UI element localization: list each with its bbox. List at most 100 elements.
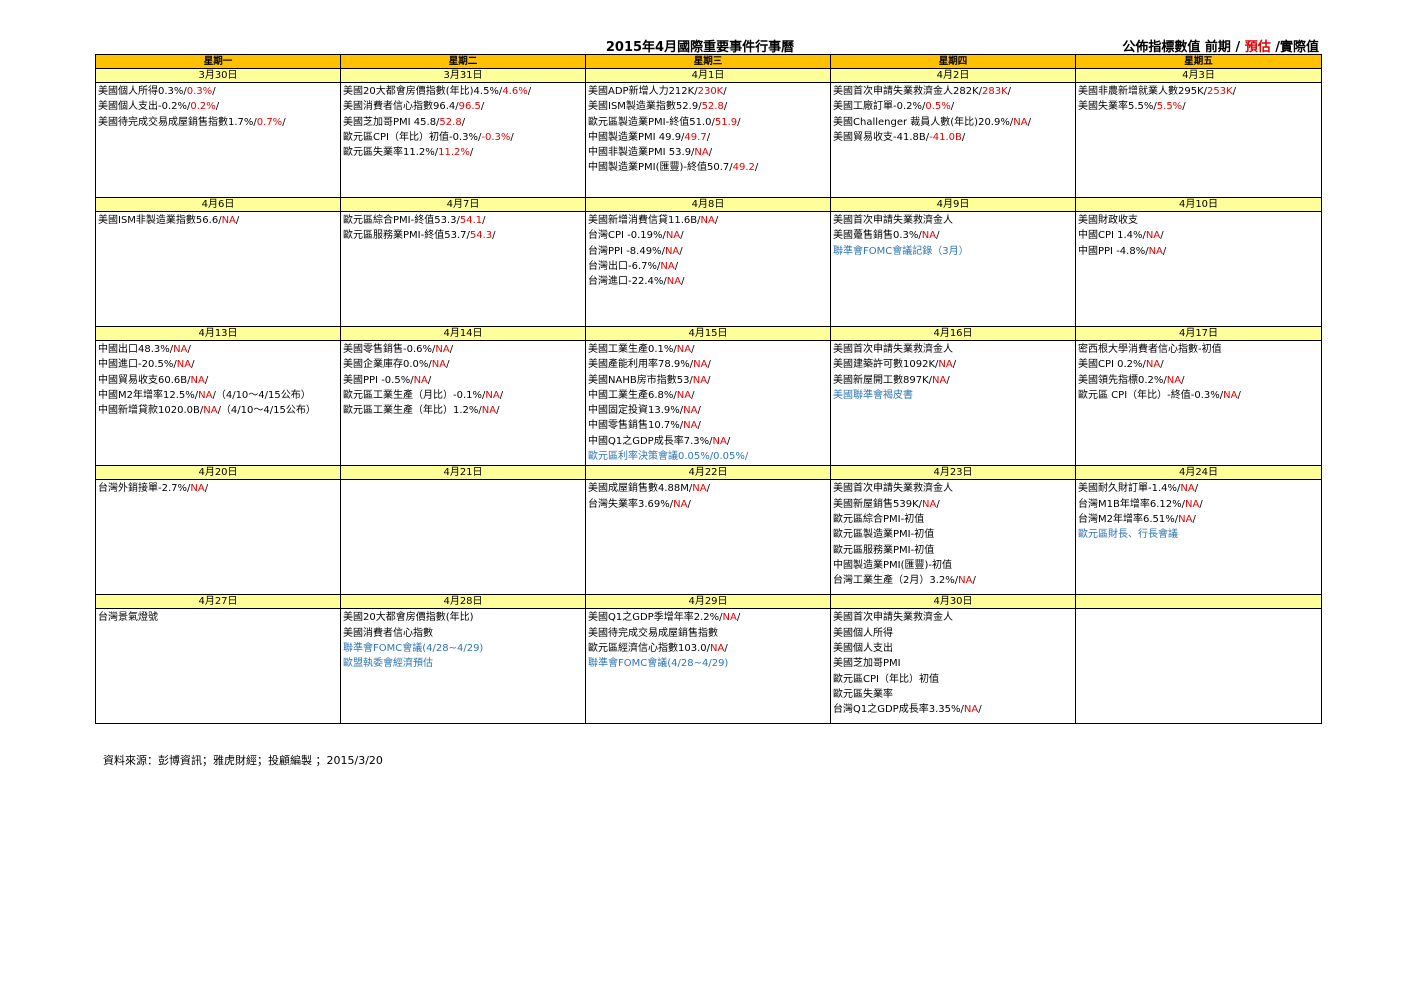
indicator-item: 台灣CPI -0.19%/NA/: [588, 228, 828, 243]
indicator-forecast: NA: [435, 344, 450, 355]
indicator-item: 台灣Q1之GDP成長率3.35%/NA/: [833, 702, 1073, 717]
day-date: 4月28日: [340, 594, 586, 610]
indicator-actual: /: [936, 498, 940, 510]
indicator-actual: /: [1232, 86, 1237, 97]
indicator-item: 台灣出口-6.7%/NA/: [588, 259, 828, 274]
indicator-actual: /: [972, 575, 976, 587]
indicator-item: 台灣景氣燈號: [98, 610, 338, 625]
event-list: 美國20大都會房價指數(年比)4.5%/4.6%/美國消費者信心指數96.4/9…: [341, 83, 585, 197]
indicator-forecast: NA: [198, 389, 213, 401]
indicator-previous: 美國個人所得: [833, 627, 893, 639]
event-list: 美國耐久財訂單-1.4%/NA/台灣M1B年增率6.12%/NA/台灣M2年增率…: [1076, 480, 1321, 594]
indicator-item: 台灣進口-22.4%/NA/: [588, 274, 828, 289]
indicator-actual: /: [707, 359, 711, 371]
indicator-previous: 中國製造業PMI(匯豐)-終值50.7/: [588, 162, 733, 174]
indicator-forecast: NA: [921, 230, 937, 242]
legend-forecast: 預估: [1244, 40, 1271, 55]
indicator-forecast: NA: [673, 498, 688, 510]
indicator-forecast: -41.0B: [929, 131, 962, 143]
indicator-previous: 台灣PPI -8.49%/: [588, 245, 665, 257]
indicator-item: 中國非製造業PMI 53.9/NA/: [588, 145, 828, 160]
indicator-previous: 美國個人所得0.3%/: [98, 86, 187, 97]
indicator-actual: /: [680, 230, 684, 242]
indicator-forecast: NA: [694, 147, 709, 159]
indicator-item: 美國新增消費信貸11.6B/NA/: [588, 213, 828, 228]
event-list: 台灣景氣燈號: [96, 609, 340, 723]
indicator-item: 中國製造業PMI(匯豐)-終值50.7/49.2/: [588, 160, 828, 175]
day-cell: 美國零售銷售-0.6%/NA/美國企業庫存0.0%/NA/美國PPI -0.5%…: [340, 339, 586, 467]
indicator-item: 美國20大都會房價指數(年比): [343, 610, 583, 625]
indicator-item: 中國貿易收支60.6B/NA/: [98, 373, 338, 388]
indicator-item: 台灣失業率3.69%/NA/: [588, 497, 828, 512]
events-row: 台灣外銷接單-2.7%/NA/美國成屋銷售數4.88M/NA/台灣失業率3.69…: [95, 479, 1322, 596]
indicator-previous: 台灣CPI -0.19%/: [588, 230, 666, 242]
indicator-forecast: NA: [1013, 116, 1028, 128]
indicator-item: 美國貿易收支-41.8B/-41.0B/: [833, 130, 1073, 145]
day-cell: 歐元區綜合PMI-終值53.3/54.1/歐元區服務業PMI-終值53.7/54…: [340, 211, 586, 327]
indicator-previous: 聯準會FOMC會議記錄（3月）: [833, 245, 969, 257]
indicator-previous: 美國領先指標0.2%/: [1078, 374, 1167, 386]
day-date: 4月10日: [1075, 197, 1322, 212]
indicator-forecast: 283K: [982, 86, 1008, 97]
event-list: 美國首次申請失業救濟金人美國建築許可數1092K/NA/美國新屋開工數897K/…: [831, 341, 1075, 465]
indicator-item: 中國Q1之GDP成長率7.3%/NA/: [588, 434, 828, 449]
indicator-item: 中國新增貸款1020.0B/NA/（4/10～4/15公布）: [98, 403, 338, 418]
event-list: 美國財政收支中國CPI 1.4%/NA/中國PPI -4.8%/NA/: [1076, 212, 1321, 326]
indicator-item: 歐元區服務業PMI-初值: [833, 543, 1073, 558]
indicator-item: 美國耐久財訂單-1.4%/NA/: [1078, 481, 1319, 496]
day-date: 4月30日: [830, 594, 1076, 610]
indicator-previous: 歐元區服務業PMI-初值: [833, 544, 935, 556]
day-cell: 美國首次申請失業救濟金人282K/283K/美國工廠訂單-0.2%/0.5%/美…: [830, 82, 1076, 198]
indicator-previous: 中國製造業PMI(匯豐)-初值: [833, 559, 953, 571]
events-row: 台灣景氣燈號美國20大都會房價指數(年比) 美國消費者信心指數聯準會FOMC會議(…: [95, 608, 1322, 725]
indicator-previous: 美國ISM製造業指數52.9/: [588, 101, 702, 113]
indicator-actual: /: [674, 260, 679, 272]
indicator-forecast: NA: [722, 612, 737, 624]
indicator-item: 歐元區失業率: [833, 687, 1073, 702]
event-list: 中國出口48.3%/NA/中國進口-20.5%/NA/中國貿易收支60.6B/N…: [96, 341, 340, 465]
indicator-item: 美國ISM製造業指數52.9/52.8/: [588, 99, 828, 114]
indicator-forecast: NA: [1148, 245, 1163, 257]
indicator-actual: /: [723, 86, 727, 97]
day-date: 4月27日: [95, 594, 341, 610]
indicator-previous: 美國貿易收支-41.8B/: [833, 131, 930, 143]
indicator-forecast: 0.2%: [190, 101, 216, 113]
indicator-forecast: NA: [660, 260, 675, 272]
indicator-previous: 歐盟執委會經濟預估: [343, 658, 433, 670]
indicator-previous: 美國消費者信心指數96.4/: [343, 101, 459, 113]
indicator-previous: 美國聯準會褐皮書: [833, 389, 913, 401]
indicator-forecast: 52.8: [701, 101, 724, 113]
indicator-previous: 美國NAHB房市指數53/: [588, 374, 693, 386]
indicator-item: 美國工廠訂單-0.2%/0.5%/: [833, 99, 1073, 114]
indicator-forecast: NA: [958, 575, 973, 587]
day-cell: 美國ADP新增人力212K/230K/美國ISM製造業指數52.9/52.8/歐…: [585, 82, 831, 198]
indicator-previous: 歐元區 CPI（年比）-終值-0.3%/: [1078, 389, 1224, 401]
indicator-forecast: NA: [693, 359, 708, 371]
indicator-actual: /: [946, 374, 950, 386]
indicator-previous: 美國失業率5.5%/: [1078, 101, 1157, 113]
indicator-previous: 美國芝加哥PMI: [833, 658, 901, 670]
indicator-item: 歐元區 CPI（年比）-終值-0.3%/NA/: [1078, 388, 1319, 403]
day-cell: 美國Q1之GDP季增年率2.2%/NA/美國待完成交易成屋銷售指數歐元區經濟信心…: [585, 608, 831, 725]
indicator-forecast: NA: [431, 359, 447, 371]
indicator-actual: /: [726, 435, 731, 447]
day-date: 4月14日: [340, 326, 586, 341]
indicator-actual: /: [1182, 101, 1186, 113]
indicator-previous: 中國固定投資13.9%/: [588, 405, 684, 417]
legend-suffix: /實際值: [1270, 40, 1319, 55]
indicator-previous: 歐元區CPI（年比）初值: [833, 673, 939, 685]
indicator-actual: /: [446, 359, 450, 371]
indicator-forecast: -0.3%: [481, 131, 511, 143]
indicator-item: 中國工業生產6.8%/NA/: [588, 388, 828, 403]
event-list: 美國首次申請失業救濟金人282K/283K/美國工廠訂單-0.2%/0.5%/美…: [831, 83, 1075, 197]
indicator-previous: 聯準會FOMC會議(4/28~4/29): [588, 658, 729, 670]
indicator-previous: 聯準會FOMC會議(4/28~4/29): [343, 642, 484, 654]
events-row: 美國ISM非製造業指數56.6/NA/歐元區綜合PMI-終值53.3/54.1/…: [95, 211, 1322, 327]
indicator-forecast: 5.5%: [1156, 101, 1183, 113]
indicator-item: 台灣工業生產（2月）3.2%/NA/: [833, 573, 1073, 588]
indicator-previous: 美國消費者信心指數: [343, 627, 433, 639]
